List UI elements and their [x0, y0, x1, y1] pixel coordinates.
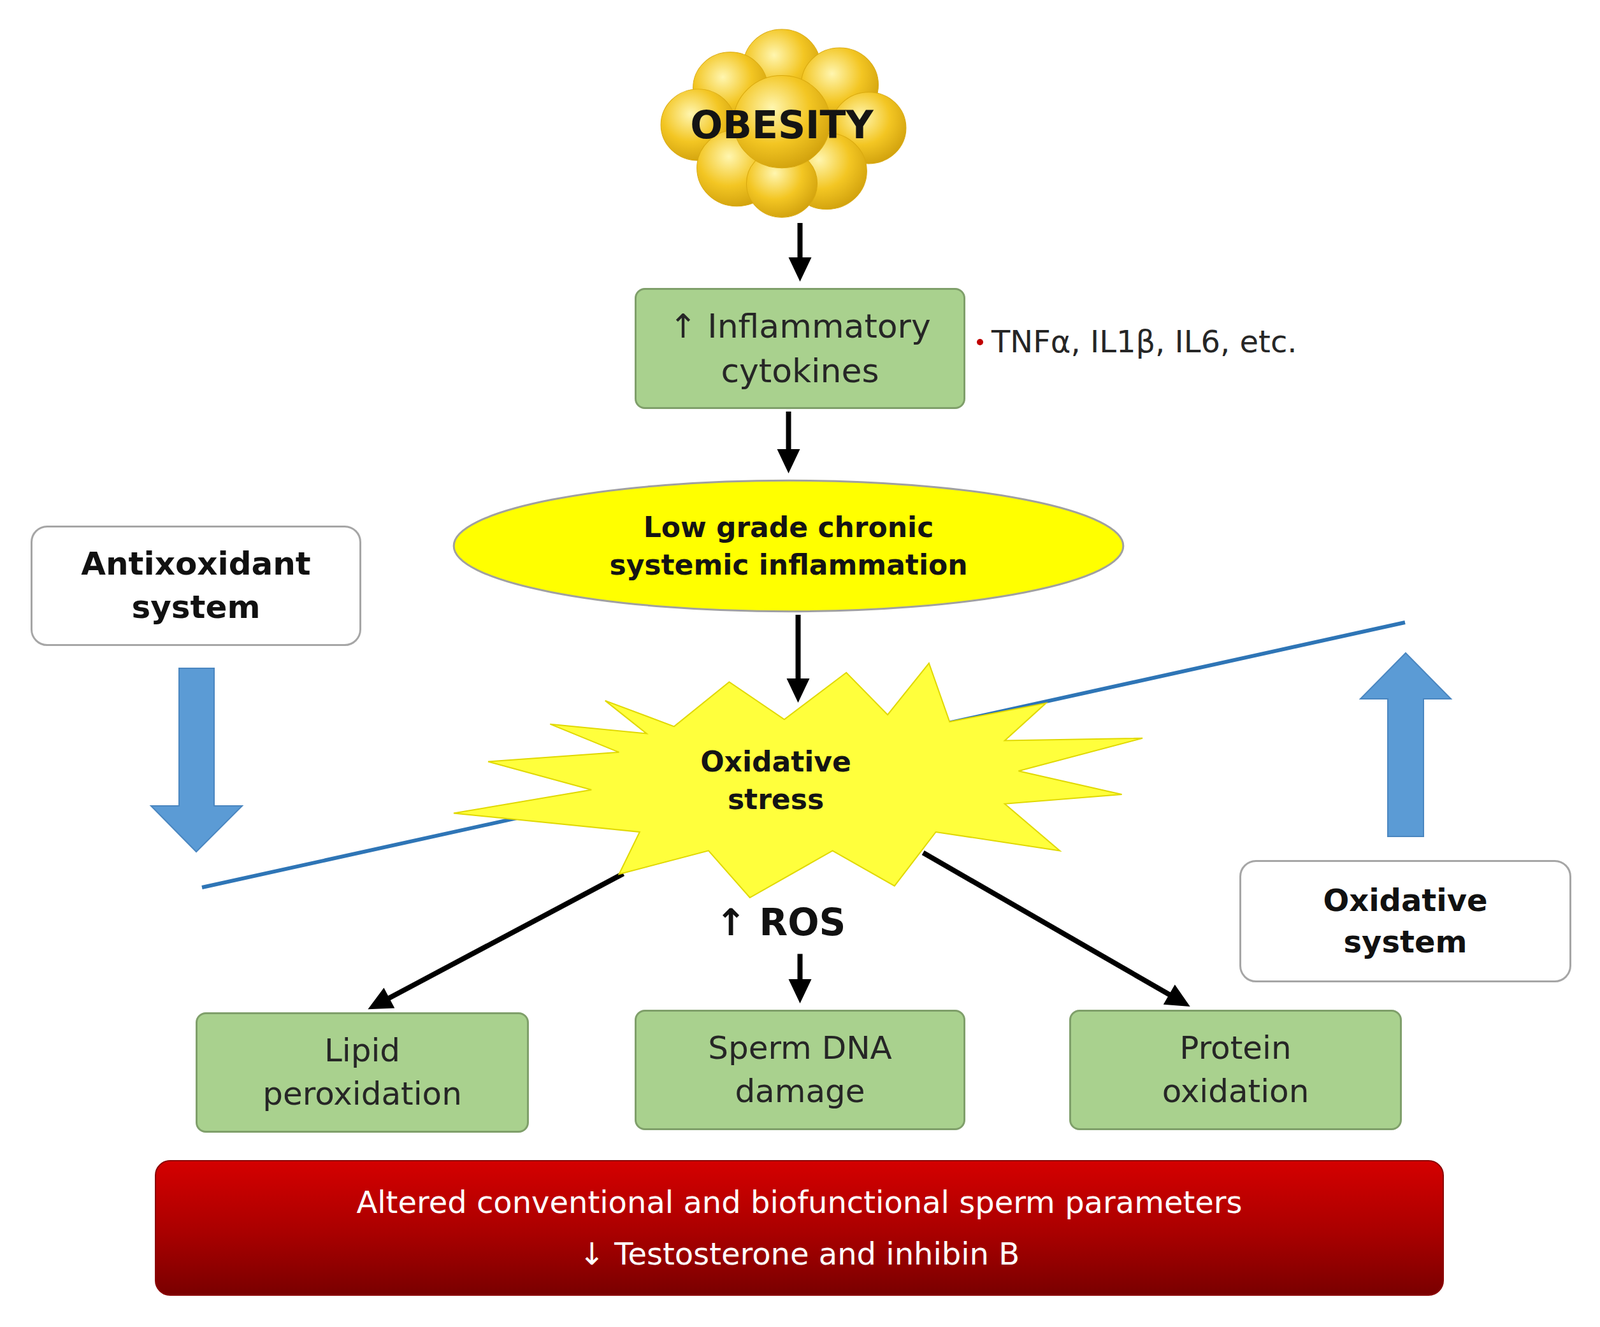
text-group: Oxidative system [1265, 879, 1546, 963]
ros-label: ↑ ROS [715, 901, 847, 945]
connector-line [797, 223, 803, 259]
arrow-head [367, 988, 395, 1010]
node-text: Sperm DNA damage [669, 1027, 931, 1114]
text-group: Low grade chronic systemic inflammation [591, 508, 987, 585]
effect-box: Protein oxidation [1069, 1009, 1402, 1131]
text-group: Altered conventional and biofunctional s… [356, 1181, 1242, 1276]
ellipse-shape [453, 480, 1124, 612]
connector-arrow [788, 223, 812, 282]
connector-line [797, 953, 803, 981]
connector-arrow [923, 853, 1191, 1007]
bullet-dot [976, 338, 984, 346]
system-box: Oxidative system [1239, 860, 1572, 983]
outcome-band: Altered conventional and biofunctional s… [154, 1160, 1444, 1297]
up-block-arrow [1360, 653, 1451, 837]
arrow-head [786, 678, 810, 703]
connector-arrow [788, 953, 812, 1004]
node-text: OBESITY [690, 99, 874, 152]
obesity-cluster: OBESITY [653, 29, 911, 221]
connector-line [786, 411, 792, 451]
arrow-head [788, 979, 812, 1004]
text-group: OBESITY [690, 99, 874, 152]
node-text: ↓ Testosterone and inhibin B [579, 1233, 1020, 1276]
down-block-arrow [151, 668, 243, 852]
node-text: ↑ Inflammatory cytokines [656, 303, 944, 394]
arrow-head [777, 449, 801, 474]
stress-starburst: Oxidative stress [453, 663, 1143, 898]
inflammation-ellipse: Low grade chronic systemic inflammation [451, 479, 1126, 613]
ellipse-outline [451, 479, 1126, 613]
connector-arrow [786, 614, 810, 703]
text-group: Lipid peroxidation [231, 1029, 494, 1116]
process-box: ↑ Inflammatory cytokines [634, 288, 966, 410]
connector-line [388, 873, 624, 999]
text-group: Oxidative stress [680, 742, 872, 819]
node-text: Oxidative stress [680, 742, 872, 819]
starburst-outline [453, 663, 1143, 898]
text-group: Protein oxidation [1104, 1027, 1367, 1114]
connector-arrow [777, 411, 801, 474]
effect-box: Lipid peroxidation [195, 1012, 529, 1133]
cytokine-list: TNFα, IL1β, IL6, etc. [991, 324, 1298, 360]
node-text: Lipid peroxidation [231, 1029, 494, 1116]
connector-line [795, 614, 801, 680]
text-group: Antixoxidant system [56, 542, 337, 629]
text-group: ↑ Inflammatory cytokines [656, 303, 944, 394]
starburst-shape [453, 663, 1143, 898]
arrow-head [788, 257, 812, 282]
arrow-head [1163, 984, 1191, 1007]
connector-line [923, 853, 1171, 996]
system-box: Antixoxidant system [30, 525, 362, 647]
node-text: Protein oxidation [1104, 1027, 1367, 1114]
connector-arrow [367, 873, 624, 1010]
text-group: Sperm DNA damage [669, 1027, 931, 1114]
node-text: Altered conventional and biofunctional s… [356, 1181, 1242, 1224]
effect-box: Sperm DNA damage [634, 1009, 966, 1131]
node-text: Antixoxidant system [56, 542, 337, 629]
node-text: Oxidative system [1265, 879, 1546, 963]
node-text: Low grade chronic systemic inflammation [591, 508, 987, 585]
